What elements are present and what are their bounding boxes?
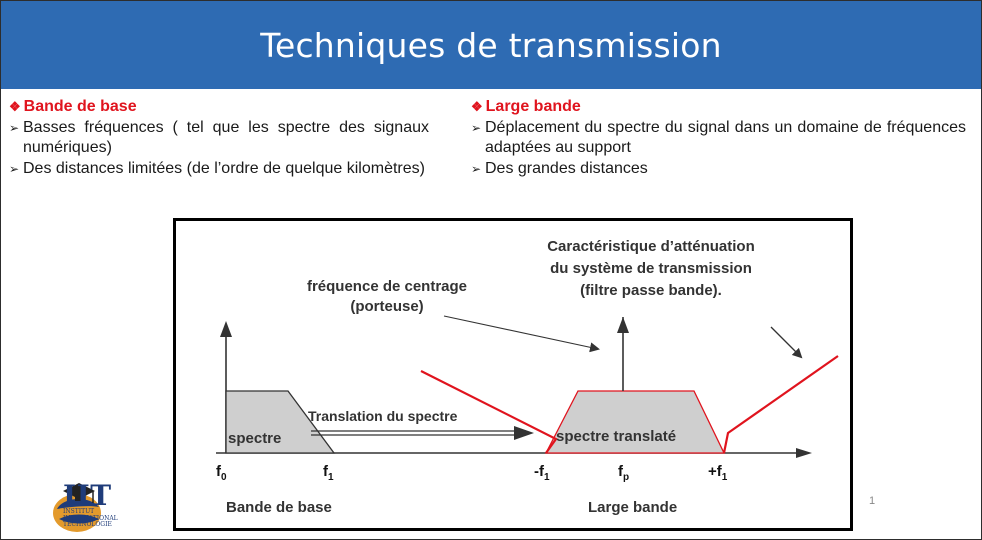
heading-large-bande: ❖ Large bande <box>471 97 966 117</box>
column-bande-de-base: ❖ Bande de base ➢ Basses fréquences ( te… <box>9 97 429 179</box>
list-item: ➢ Des grandes distances <box>471 159 966 179</box>
caption-bande-de-base: Bande de base <box>226 499 332 516</box>
iit-logo-icon <box>53 483 101 532</box>
logo-text: IIT <box>63 479 112 512</box>
x-axis-arrow <box>796 448 812 458</box>
filter-curve-left <box>420 370 558 454</box>
arrow-bullet-icon: ➢ <box>9 121 20 135</box>
label-filtre: (filtre passe bande). <box>580 282 722 299</box>
spectrum-figure: fréquence de centrage (porteuse) Caracté… <box>173 218 853 531</box>
title-bar <box>1 1 981 89</box>
column-large-bande: ❖ Large bande ➢ Déplacement du spectre d… <box>471 97 966 179</box>
bullet-text: Déplacement du spectre du signal dans un… <box>485 119 966 156</box>
tick-f0: f0 <box>216 463 227 483</box>
carrier-pointer-arrow <box>443 315 600 353</box>
y-axis-fp-arrow <box>617 317 629 333</box>
tick-minus-f1: -f1 <box>534 463 550 483</box>
list-item: ➢ Basses fréquences ( tel que les spectr… <box>9 118 429 158</box>
label-caracteristique: Caractéristique d’atténuation <box>547 238 755 255</box>
label-systeme: du système de transmission <box>550 260 752 277</box>
page-number: 1 <box>869 495 876 507</box>
filter-curve-right <box>722 355 839 454</box>
caption-large-bande: Large bande <box>588 499 678 516</box>
arrow-bullet-icon: ➢ <box>9 162 20 176</box>
bullet-text: Des grandes distances <box>485 160 648 177</box>
list-item: ➢ Déplacement du spectre du signal dans … <box>471 118 966 158</box>
slide-title: Techniques de transmission <box>260 25 722 65</box>
arrow-bullet-icon: ➢ <box>471 121 482 135</box>
heading-bande-de-base: ❖ Bande de base <box>9 97 429 117</box>
bullet-text: Des distances limitées (de l’ordre de qu… <box>23 160 425 177</box>
heading-text: Bande de base <box>23 98 137 115</box>
heading-text: Large bande <box>485 98 581 115</box>
filter-pointer-arrow <box>770 326 803 359</box>
label-frequence-centrage: fréquence de centrage <box>306 278 468 295</box>
tick-plus-f1: +f1 <box>708 463 728 483</box>
spectrum-diagram <box>216 315 839 458</box>
y-axis-left-arrow <box>220 321 232 337</box>
label-translation: Translation du spectre <box>308 408 458 424</box>
label-porteuse: (porteuse) <box>350 298 424 315</box>
tick-fp: fp <box>618 463 630 483</box>
base-spectrum-shape <box>225 390 336 454</box>
diamond-bullet-icon: ❖ <box>471 99 483 114</box>
bullet-text: Basses fréquences ( tel que les spectre … <box>23 119 429 156</box>
tick-f1: f1 <box>323 463 334 483</box>
list-item: ➢ Des distances limitées (de l’ordre de … <box>9 159 429 179</box>
label-spectre-translate: spectre translaté <box>556 428 677 445</box>
arrow-bullet-icon: ➢ <box>471 162 482 176</box>
logo-subtitle: INSTITUT INTERNATIONAL TECHNOLOGIE <box>63 508 118 528</box>
label-spectre: spectre <box>228 430 282 447</box>
translation-arrowhead <box>514 426 534 440</box>
translated-spectrum-shape <box>544 390 726 454</box>
diamond-bullet-icon: ❖ <box>9 99 21 114</box>
